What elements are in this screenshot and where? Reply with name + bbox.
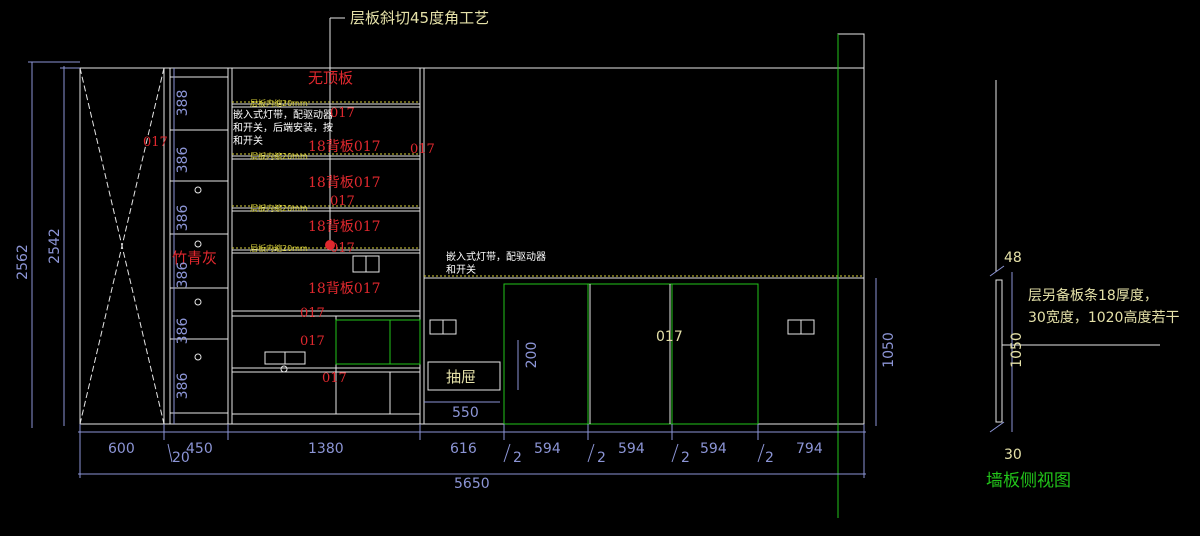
led-note-1-line-2: 和开关，后端安装，按	[233, 121, 333, 134]
dim-lower-cabinet-height: 1050	[881, 332, 897, 368]
bamboo-label: 竹青灰	[172, 249, 217, 267]
material-code: 017	[322, 371, 347, 386]
material-code: 017	[330, 241, 355, 256]
dim-shelf-height: 386	[175, 205, 191, 232]
shelf-note: 层板内缩20mm	[250, 98, 308, 108]
dim-bottom: 594	[618, 441, 645, 457]
dim-bottom: 594	[700, 441, 727, 457]
top-note-leader	[329, 17, 345, 240]
dimension-lines	[28, 61, 877, 478]
side-view-title: 墙板侧视图	[986, 471, 1071, 491]
dim-drawer-width: 550	[452, 405, 479, 421]
dim-height-inner: 2542	[47, 228, 63, 264]
material-back-label: 18背板017	[308, 175, 381, 191]
material-back-label: 18背板017	[308, 139, 381, 155]
no-top-panel-label: 无顶板	[308, 69, 353, 87]
led-note-1-line-1: 嵌入式灯带，配驱动器	[233, 108, 333, 121]
side-view-panel	[995, 80, 1160, 423]
dim-drawer-height: 200	[524, 342, 540, 369]
material-code: 017	[330, 106, 355, 121]
shelf-note: 层板内缩20mm	[250, 203, 308, 213]
material-code: 017	[300, 306, 325, 321]
side-note-cont: 30宽度，1020高度若干	[1028, 309, 1179, 326]
dim-bottom: 2	[681, 450, 690, 466]
leader-dot	[325, 240, 335, 250]
dim-shelf-height: 388	[175, 90, 191, 117]
dim-shelf-height: 386	[175, 262, 191, 289]
dim-bottom: 2	[765, 450, 774, 466]
material-back-label: 18背板017	[308, 281, 381, 297]
green-door-panels	[335, 34, 839, 518]
dim-shelf-height: 386	[175, 147, 191, 174]
dim-bottom: 2	[513, 450, 522, 466]
door-edges	[589, 284, 671, 424]
dim-bottom: 600	[108, 441, 135, 457]
drawer-label: 抽屉	[446, 368, 476, 386]
dim-bottom: 794	[796, 441, 823, 457]
shelf-note: 层板内缩20mm	[250, 151, 308, 161]
shelf-note: 层板内缩20mm	[250, 243, 308, 253]
dim-height-outer: 2562	[15, 244, 31, 280]
dim-bottom: 1380	[308, 441, 344, 457]
led-note-2-line-2: 和开关	[446, 263, 476, 276]
dim-total-width: 5650	[454, 476, 490, 492]
material-back-label: 18背板017	[308, 219, 381, 235]
door-material-label: 017	[656, 329, 683, 345]
material-code: 017	[300, 334, 325, 349]
side-dim-height: 1050	[1009, 332, 1025, 368]
led-note-1-line-3: 和开关	[233, 134, 263, 147]
dim-bottom: 20	[172, 450, 190, 466]
cabinet-outline	[79, 33, 865, 425]
side-dim-bottom: 30	[1004, 447, 1022, 463]
dim-bottom: 594	[534, 441, 561, 457]
side-view-dims	[989, 265, 1013, 433]
dim-bottom: 450	[186, 441, 213, 457]
side-dim-top: 48	[1004, 250, 1022, 266]
dim-shelf-height: 386	[175, 318, 191, 345]
material-code: 017	[143, 135, 168, 150]
dim-bottom: 2	[597, 450, 606, 466]
material-code: 017	[410, 142, 435, 157]
material-code: 017	[330, 194, 355, 209]
dim-shelf-height: 386	[175, 373, 191, 400]
side-note: 层另备板条18厚度，	[1028, 287, 1158, 304]
side-note-line-1: 层另备板条18厚度， 30宽度，1020高度若干	[1028, 287, 1179, 326]
led-note-2-line-1: 嵌入式灯带，配驱动器	[446, 250, 546, 263]
dim-bottom: 616	[450, 441, 477, 457]
top-note: 层板斜切45度角工艺	[350, 9, 489, 27]
